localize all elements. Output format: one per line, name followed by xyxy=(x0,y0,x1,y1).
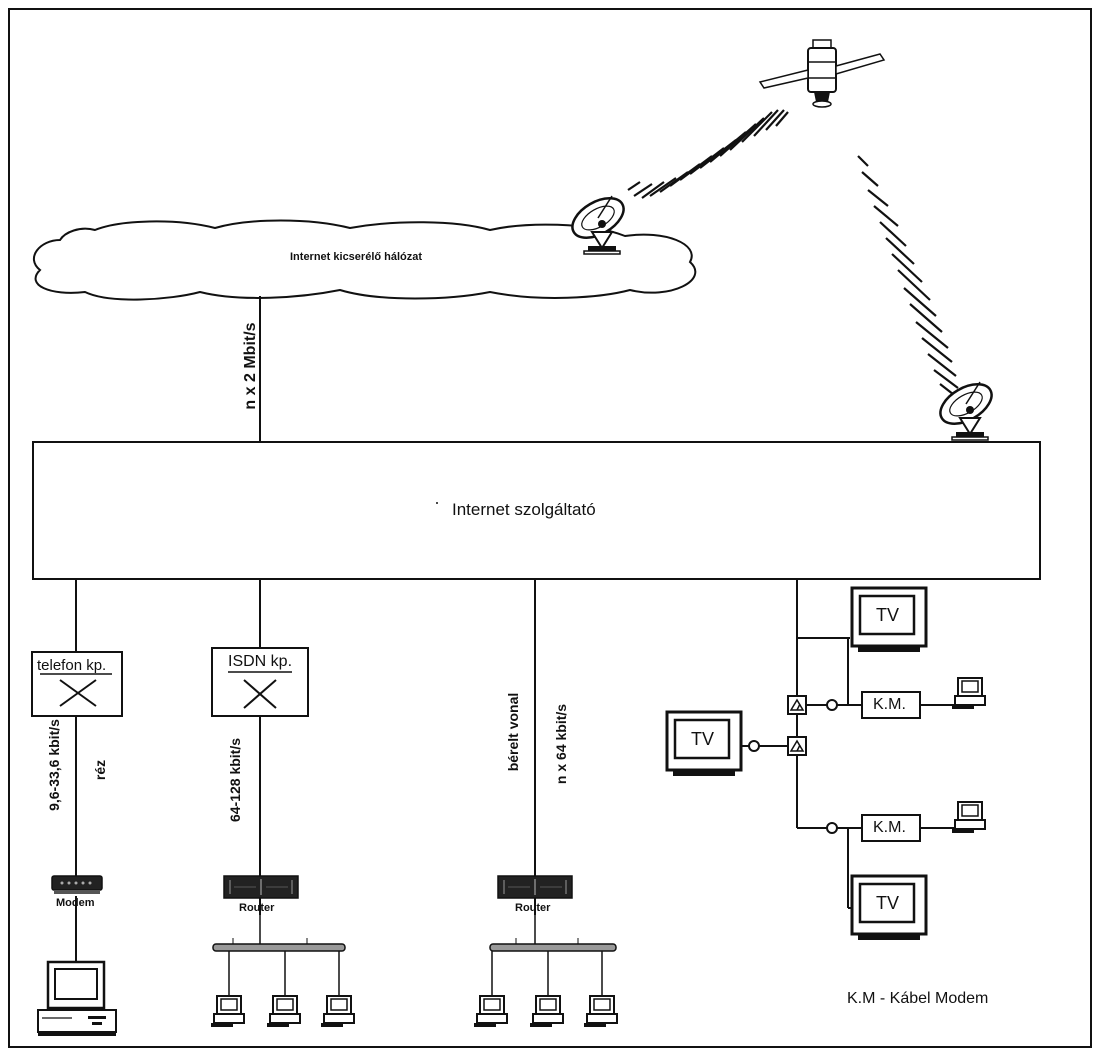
router-label: Router xyxy=(515,902,551,914)
computer-icon xyxy=(529,995,564,1028)
cable-modem-label: K.M. xyxy=(873,696,906,713)
router-label: Router xyxy=(239,902,275,914)
computer-icon xyxy=(951,801,986,834)
coupler-icon xyxy=(826,699,838,711)
splitter-icon xyxy=(787,695,807,715)
modem-icon xyxy=(51,875,103,894)
access-lines xyxy=(75,579,798,962)
satellite-icon xyxy=(758,39,886,108)
phone-rate-label: 9,6-33,6 kbit/s xyxy=(46,719,62,811)
phone-exchange-label: telefon kp. xyxy=(37,657,107,674)
satellite-beam-right xyxy=(857,155,959,399)
leased-rate-label: n x 64 kbit/s xyxy=(553,703,569,785)
ethernet-bus-icon xyxy=(489,915,617,996)
satellite-beam-left xyxy=(627,109,789,199)
provider-box xyxy=(32,441,1041,580)
computer-icon xyxy=(473,995,508,1028)
router-icon xyxy=(497,875,573,899)
copper-label: réz xyxy=(92,759,108,781)
computer-icon xyxy=(37,960,117,1036)
ethernet-bus-icon xyxy=(212,915,346,996)
isdn-exchange-label: ISDN kp. xyxy=(228,653,293,670)
crossbar-switch-icon xyxy=(31,651,123,717)
modem-label: Modem xyxy=(56,897,95,909)
cable-modem-box xyxy=(861,814,921,842)
tv-label: TV xyxy=(876,893,900,913)
cable-modem-label: K.M. xyxy=(873,819,906,836)
provider-label: Internet szolgáltató xyxy=(452,500,596,519)
router-icon xyxy=(223,875,299,899)
computer-icon xyxy=(266,995,301,1028)
coupler-icon xyxy=(826,822,838,834)
tv-label: TV xyxy=(691,729,715,749)
computer-icon xyxy=(210,995,245,1028)
cable-modem-box xyxy=(861,691,921,719)
cable-lines xyxy=(741,637,955,909)
uplink-rate-label: n x 2 Mbit/s xyxy=(242,322,259,410)
computer-icon xyxy=(320,995,355,1028)
tv-label: TV xyxy=(876,605,900,625)
diagram-frame xyxy=(8,8,1092,1048)
computer-icon xyxy=(583,995,618,1028)
computer-icon xyxy=(951,677,986,710)
leased-line-label: bérelt vonal xyxy=(505,692,521,772)
crossbar-switch-icon xyxy=(211,647,309,717)
isdn-rate-label: 64-128 kbit/s xyxy=(227,737,243,823)
exchange-network-cloud xyxy=(32,219,697,301)
splitter-icon xyxy=(787,736,807,756)
coupler-icon xyxy=(748,740,760,752)
exchange-network-label: Internet kicserélő hálózat xyxy=(290,251,423,263)
legend-text: K.M - Kábel Modem xyxy=(847,990,989,1007)
